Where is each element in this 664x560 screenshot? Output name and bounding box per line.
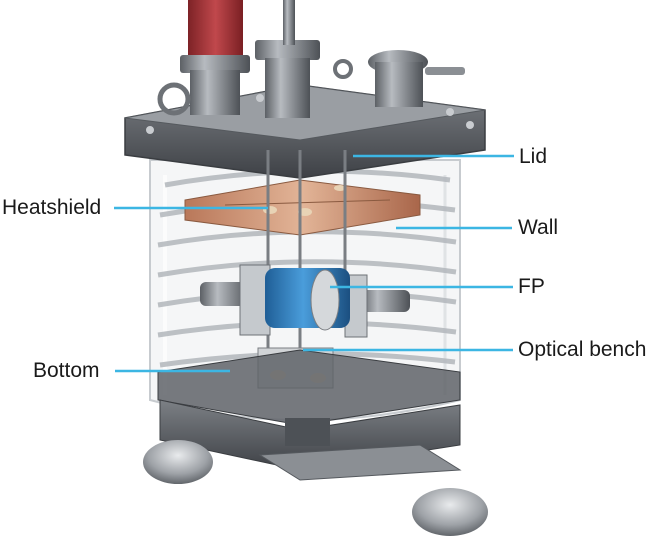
fp-assembly bbox=[200, 264, 410, 338]
label-optical-bench: Optical bench bbox=[518, 338, 647, 361]
leader-lines bbox=[114, 154, 514, 373]
label-heatshield: Heatshield bbox=[2, 196, 102, 219]
label-wall: Wall bbox=[518, 216, 559, 239]
label-fp: FP bbox=[518, 275, 545, 298]
base-frame bbox=[143, 399, 488, 536]
bottom-plate bbox=[157, 349, 461, 426]
top-ports bbox=[157, 0, 465, 118]
red-feedthrough-tube bbox=[188, 0, 243, 62]
label-lid: Lid bbox=[519, 145, 548, 168]
label-bottom: Bottom bbox=[33, 359, 100, 382]
